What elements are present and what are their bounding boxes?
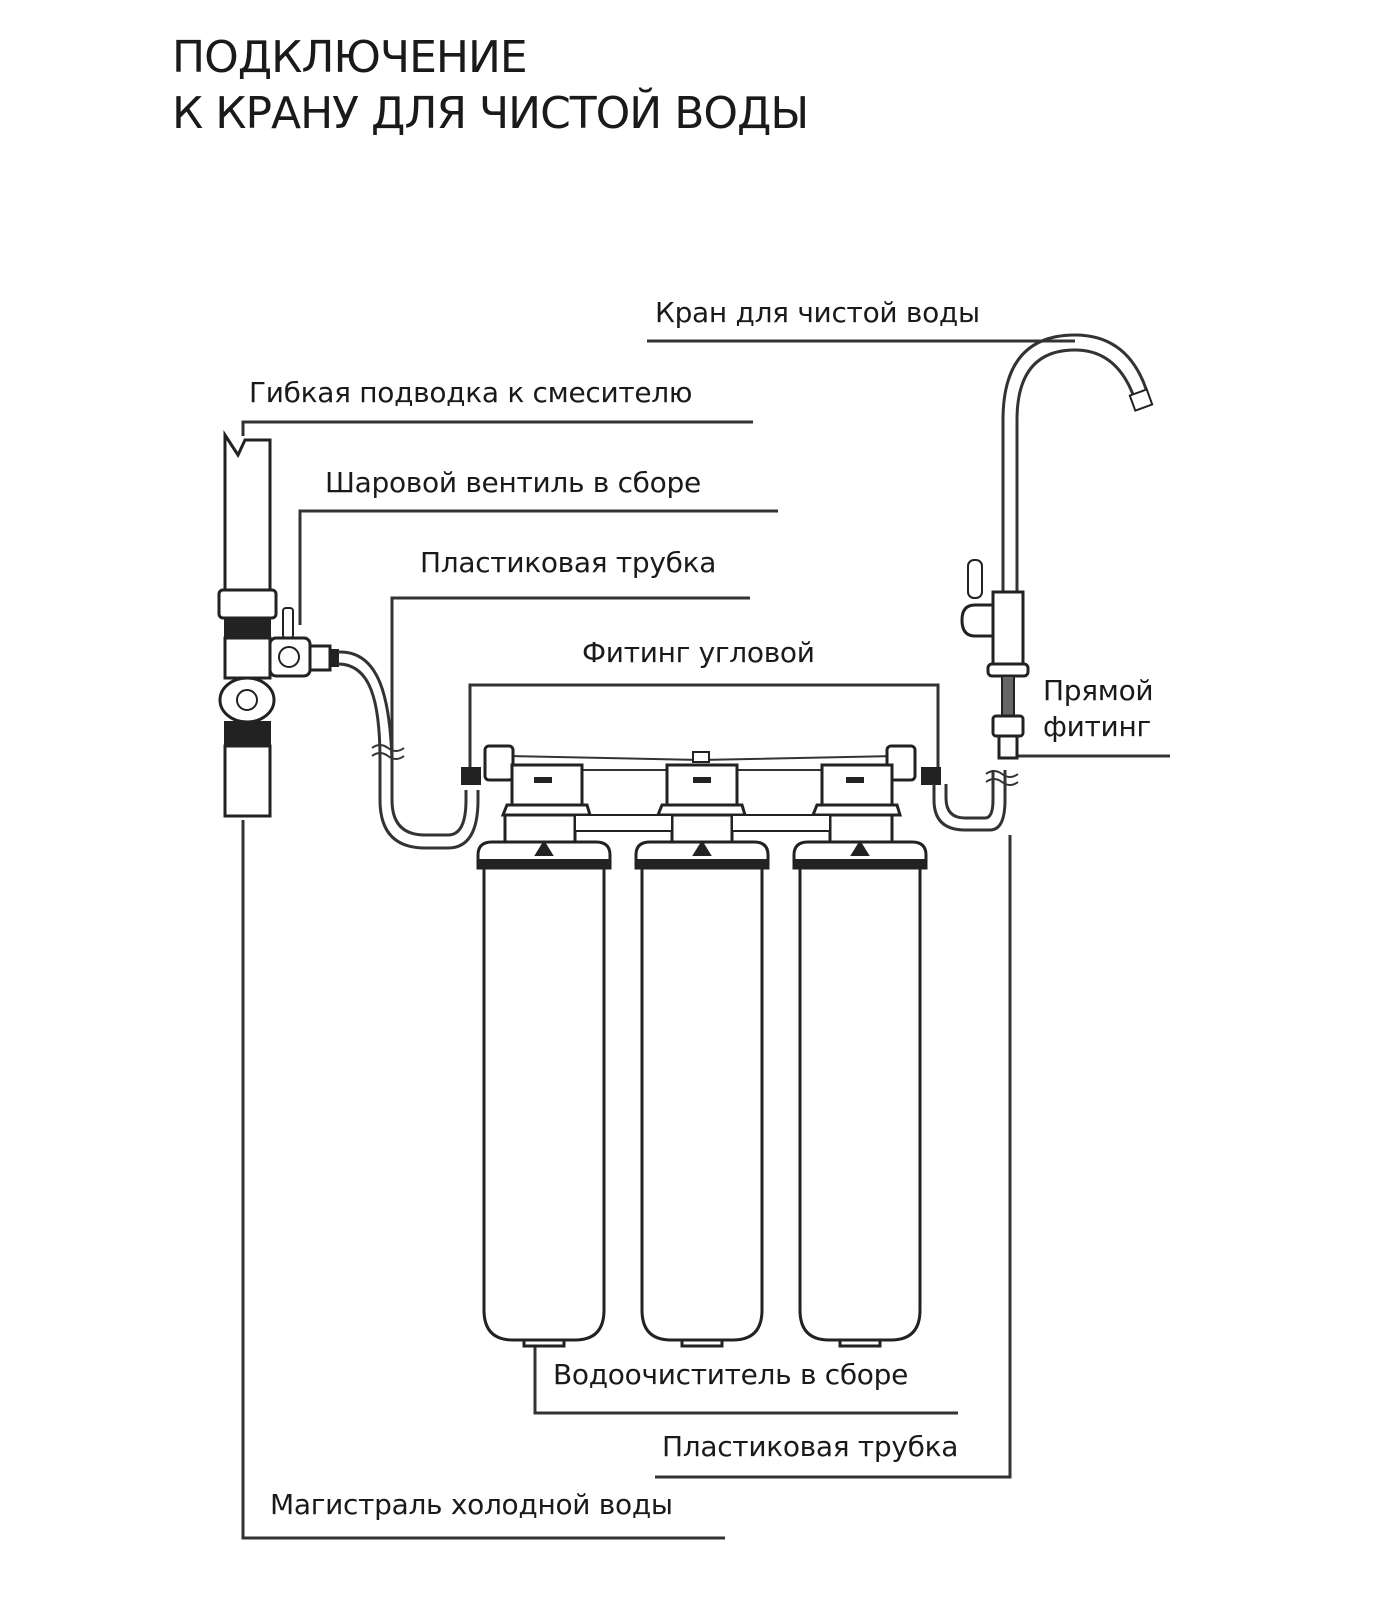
center-cap xyxy=(692,751,710,763)
filter-housing-3 xyxy=(792,763,928,1348)
bracket-left xyxy=(574,814,673,832)
faucet-thread xyxy=(1001,675,1015,717)
faucet-lever xyxy=(967,559,983,599)
faucet-lever-base xyxy=(960,603,997,638)
leader-purifier xyxy=(533,1345,958,1415)
tee-body xyxy=(223,636,272,680)
leader-lines xyxy=(241,339,1170,1540)
valve-handle xyxy=(282,607,294,639)
thread-band-bottom xyxy=(224,721,271,747)
label-straight-fitting-2: фитинг xyxy=(1043,710,1151,743)
filter-housing-1 xyxy=(476,763,612,1348)
leader-flex-hose xyxy=(241,420,753,436)
filter-head-2 xyxy=(665,763,739,807)
leader-plastic-tube-bottom xyxy=(655,835,1012,1479)
diagram-title: ПОДКЛЮЧЕНИЕ К КРАНУ ДЛЯ ЧИСТОЙ ВОДЫ xyxy=(172,30,809,142)
filter-head-3 xyxy=(820,763,894,807)
tee-nut-center xyxy=(236,689,258,711)
valve-ball xyxy=(278,646,300,668)
plastic-tube-output xyxy=(932,770,1019,832)
filter-housing-2 xyxy=(634,763,770,1348)
leader-plastic-tube-top xyxy=(390,596,750,770)
straight-fitting-nut xyxy=(991,714,1025,738)
label-ball-valve: Шаровой вентиль в сборе xyxy=(325,466,701,499)
leader-ball-valve xyxy=(298,509,778,625)
straight-fitting-body xyxy=(997,734,1019,760)
leader-cold-main xyxy=(241,820,725,1540)
flex-hose-pipe xyxy=(223,429,272,592)
label-cold-main: Магистраль холодной воды xyxy=(270,1488,673,1521)
label-flex-hose: Гибкая подводка к смесителю xyxy=(249,376,693,409)
filter-housings xyxy=(476,763,928,1348)
label-plastic-tube-bottom: Пластиковая трубка xyxy=(662,1430,959,1463)
bracket-right xyxy=(731,814,831,832)
label-faucet: Кран для чистой воды xyxy=(655,296,980,329)
right-fitting-body xyxy=(885,744,917,782)
title-line-1: ПОДКЛЮЧЕНИЕ xyxy=(172,32,528,83)
label-angle-fitting: Фитинг угловой xyxy=(582,636,815,669)
left-angle-fitting xyxy=(461,767,481,785)
right-angle-fitting xyxy=(921,767,941,785)
filter-head-1 xyxy=(510,763,584,807)
hose-nut xyxy=(217,588,278,620)
faucet-base-ring xyxy=(986,662,1030,678)
faucet xyxy=(960,333,1154,760)
faucet-aerator xyxy=(1128,388,1154,412)
ball-valve xyxy=(268,607,339,678)
cold-water-pipe xyxy=(217,429,278,818)
valve-nut xyxy=(308,644,332,672)
plastic-tube-input xyxy=(337,650,480,850)
main-pipe-lower xyxy=(223,744,272,818)
thread-band-top xyxy=(224,617,271,639)
title-line-2: К КРАНУ ДЛЯ ЧИСТОЙ ВОДЫ xyxy=(172,88,809,139)
leader-angle-fitting xyxy=(468,683,940,770)
left-fitting-body xyxy=(483,744,515,782)
label-purifier: Водоочиститель в сборе xyxy=(553,1358,909,1391)
label-plastic-tube-top: Пластиковая трубка xyxy=(420,546,717,579)
valve-outlet xyxy=(329,649,339,667)
label-straight-fitting-1: Прямой xyxy=(1043,674,1154,707)
faucet-body xyxy=(991,590,1025,666)
